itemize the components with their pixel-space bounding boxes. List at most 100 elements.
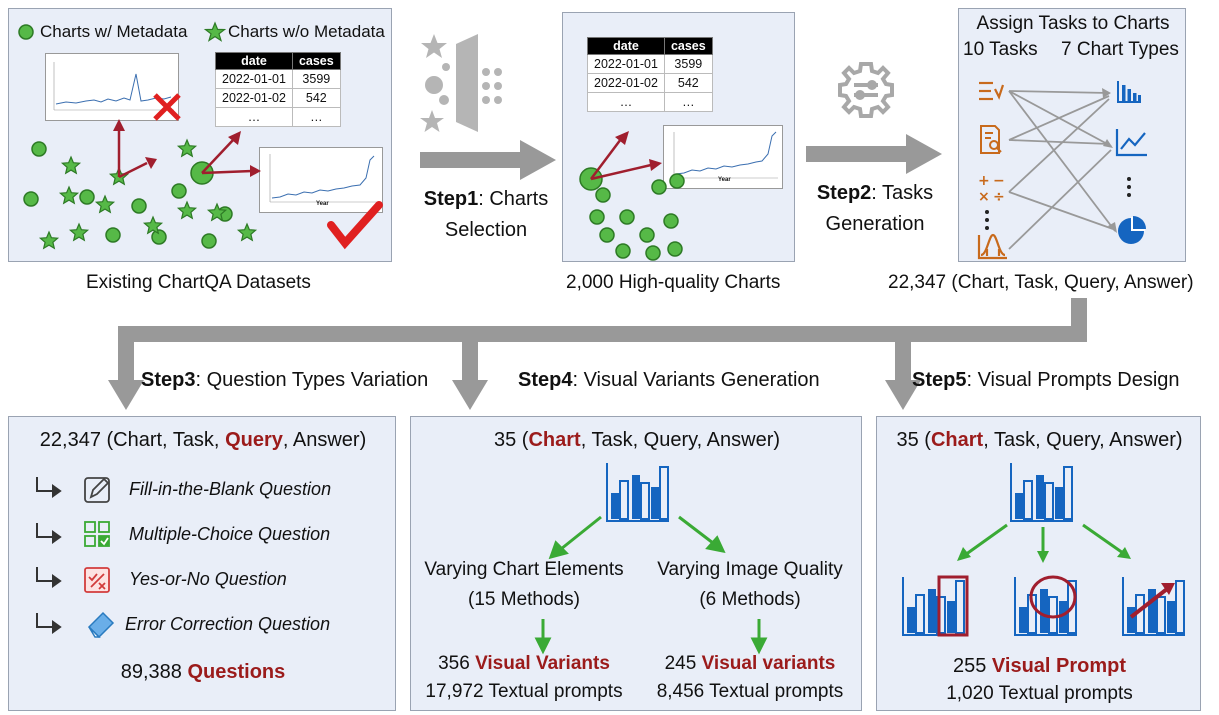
bar-mark	[1067, 580, 1077, 634]
step5-label: Step5: Visual Prompts Design	[912, 369, 1180, 391]
arrow-head	[250, 165, 261, 177]
circle-marker	[151, 229, 167, 245]
existing-datasets-panel: Charts w/ Metadata Charts w/o Metadata d…	[8, 8, 392, 262]
svg-text:÷: ÷	[993, 189, 1005, 205]
star-marker	[38, 230, 60, 250]
pie-chart-type-icon	[1118, 216, 1146, 244]
circle-marker	[589, 209, 605, 225]
circle-marker	[663, 213, 679, 229]
task-chart-mapping: +− ×÷	[977, 81, 1147, 260]
arrow-head	[615, 131, 629, 145]
line-chart-type-icon	[1115, 129, 1147, 157]
step1-arrow	[420, 140, 556, 180]
step1-label: Step1: Charts Selection	[423, 188, 549, 241]
eraser-icon	[87, 611, 115, 639]
bar-mark	[1148, 589, 1156, 633]
arrow-head	[1161, 583, 1175, 595]
star-marker	[236, 222, 258, 242]
step4-label: Step4: Visual Variants Generation	[518, 369, 820, 391]
visual-prompts-panel: 35 (Chart, Task, Query, Answer) 255 Visu…	[876, 416, 1201, 711]
bar-mark	[936, 596, 946, 634]
image-quality-count: 245 Visual variants	[664, 653, 836, 674]
table-header: cases	[291, 52, 341, 70]
bar-mark	[1055, 487, 1063, 519]
circle-marker	[171, 183, 187, 199]
yes-no-icon	[84, 567, 110, 593]
visual-variants-panel: 35 (Chart, Task, Query, Answer) Varying …	[410, 416, 862, 711]
star-legend-icon	[203, 21, 227, 42]
assign-tasks-panel: Assign Tasks to Charts 10 Tasks 7 Chart …	[958, 8, 1186, 262]
bar-mark	[1167, 601, 1175, 633]
arrow-head	[1117, 547, 1131, 559]
high-quality-caption: 2,000 High-quality Charts	[566, 272, 781, 293]
axis-line	[1122, 577, 1185, 636]
question-type-item: Multiple-Choice Question	[129, 524, 331, 544]
axis-line	[1010, 463, 1073, 522]
arrow-line	[1129, 587, 1169, 619]
bar-mark	[1127, 607, 1135, 633]
circle-marker	[131, 198, 147, 214]
distribution-task-icon	[977, 233, 1007, 260]
table-header: date	[587, 37, 665, 55]
svg-text:×: ×	[978, 189, 990, 205]
visual-prompt-count: 255 Visual Prompt	[952, 655, 1127, 677]
arrow-line	[201, 138, 235, 174]
question-type-item: Yes-or-No Question	[129, 569, 287, 589]
circle-marker	[669, 173, 685, 189]
bar-mark	[907, 607, 915, 633]
star-marker	[68, 222, 90, 242]
circle-marker	[595, 187, 611, 203]
prompts-panel-heading: 35 (Chart, Task, Query, Answer)	[896, 429, 1183, 451]
list-task-icon	[979, 81, 1005, 101]
arrow-line	[964, 523, 1008, 557]
question-total: 89,388 Questions	[120, 661, 286, 683]
legend-no-metadata-label: Charts w/o Metadata	[228, 22, 385, 41]
bar-mark	[1063, 466, 1073, 520]
bar-mark	[1048, 596, 1058, 634]
question-type-tree	[36, 477, 115, 639]
circle-marker	[23, 191, 39, 207]
circle-marker	[651, 179, 667, 195]
gear-icon	[838, 62, 894, 118]
bar-mark	[1019, 607, 1027, 633]
star-marker	[58, 185, 80, 205]
question-types-panel: 22,347 (Chart, Task, Query, Answer) Fill…	[8, 416, 396, 711]
bar-mark	[915, 594, 925, 634]
mini-chart-axis-label: Year	[718, 177, 731, 183]
arrow-head	[228, 131, 241, 145]
arrow-line	[201, 169, 253, 175]
image-quality-prompts: 8,456 Textual prompts	[656, 681, 844, 702]
star-marker	[142, 215, 164, 235]
chart-elements-title: Varying Chart Elements	[424, 559, 624, 580]
star-marker	[176, 138, 198, 158]
arrow-line	[1082, 523, 1124, 555]
circle-marker	[615, 243, 631, 259]
arithmetic-icon: +− ×÷	[978, 173, 1005, 205]
circle-marker	[645, 245, 661, 261]
table-row: ……	[587, 92, 713, 112]
bar-mark	[1059, 601, 1067, 633]
svg-text:+: +	[978, 173, 990, 189]
arrow-line	[590, 163, 652, 181]
bar-chart-icon	[606, 463, 669, 522]
bar-mark	[955, 580, 965, 634]
bar-mark	[947, 601, 955, 633]
step2-label: Step2: Tasks Generation	[816, 182, 934, 235]
ellipsis-icon	[985, 210, 989, 230]
star-marker	[206, 202, 228, 222]
circle-marker	[31, 141, 47, 157]
variant-tree	[534, 463, 768, 655]
tasks-count-label: 10 Tasks	[963, 39, 1038, 60]
circle-marker	[105, 227, 121, 243]
step2-arrow	[806, 134, 942, 174]
legend-metadata-label: Charts w/ Metadata	[40, 22, 188, 41]
bar-mark	[1023, 480, 1033, 520]
tuple-count-caption: 22,347 (Chart, Task, Query, Answer)	[888, 272, 1194, 293]
question-type-item: Fill-in-the-Blank Question	[129, 479, 332, 499]
circle-marker	[79, 189, 95, 205]
